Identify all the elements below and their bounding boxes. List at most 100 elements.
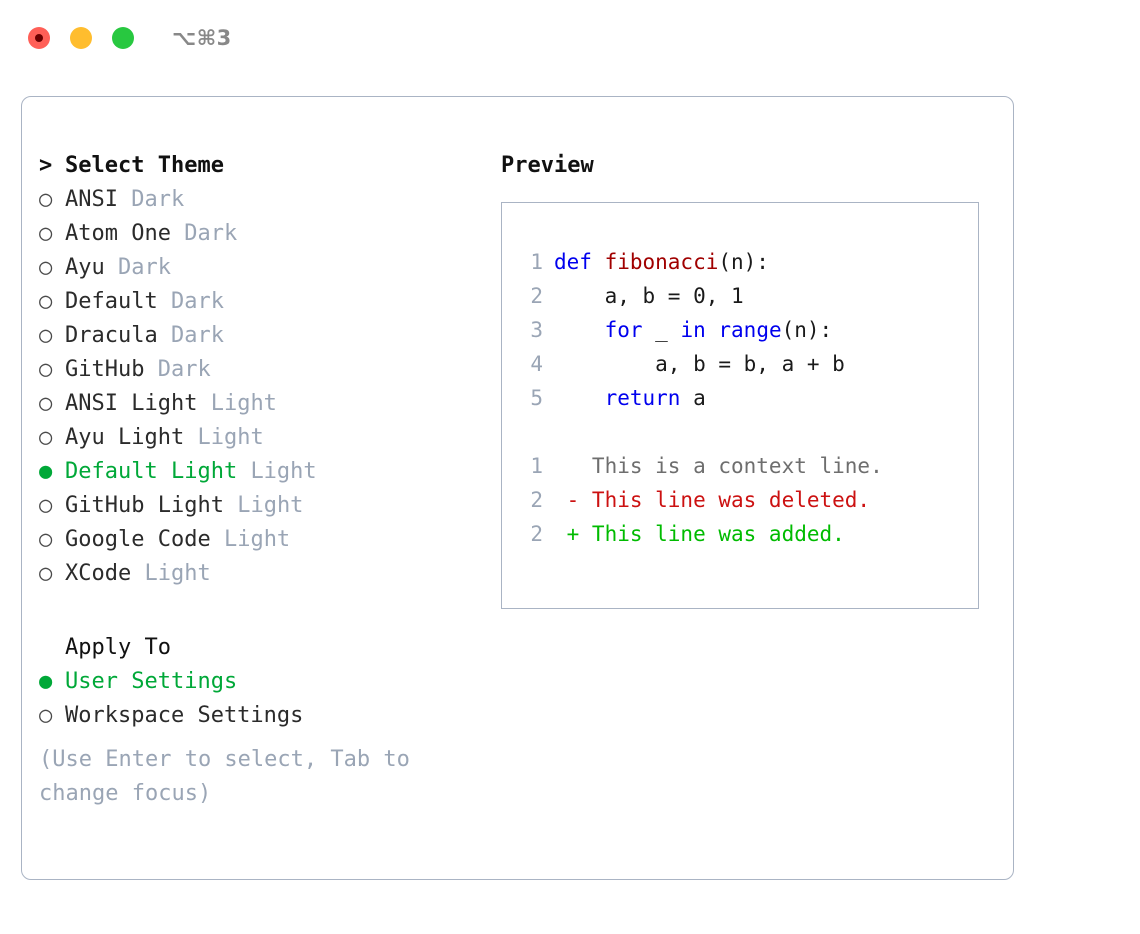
theme-option-tag: Light (144, 561, 211, 586)
code-text: return a (554, 381, 706, 415)
radio-unselected-icon: ○ (39, 289, 53, 314)
theme-option-atom-one[interactable]: ○ Atom One Dark (39, 217, 479, 251)
radio-unselected-icon: ○ (39, 527, 53, 552)
theme-option-tag: Light (197, 425, 264, 450)
radio-unselected-icon: ○ (39, 255, 53, 280)
theme-option-tag: Light (210, 391, 277, 416)
theme-option-default[interactable]: ○ Default Dark (39, 285, 479, 319)
code-token-plain: (n): (781, 318, 833, 342)
diff-text: This is a context line. (554, 454, 883, 478)
preview-column: Preview 1 def fibonacci(n): 2 a, b = 0, 1 3… (501, 149, 991, 609)
theme-picker-column: > Select Theme ○ANSI Dark○Atom One Dark○… (39, 149, 479, 811)
code-text: a, b = b, a + b (554, 347, 845, 381)
diff-text: - This line was deleted. (554, 488, 871, 512)
theme-option-label: Ayu (65, 255, 105, 280)
keyboard-hint: (Use Enter to select, Tab to change focu… (39, 747, 424, 806)
apply-to-option-label: Workspace Settings (65, 703, 304, 728)
apply-to-marker-placeholder: ○ (39, 631, 65, 665)
apply-to-list: ●User Settings ○ Workspace Settings (39, 665, 479, 733)
theme-option-label: Google Code (65, 527, 211, 552)
apply-to-header: ○ Apply To (39, 631, 479, 665)
apply-to-option-label: User Settings (65, 669, 238, 694)
line-number: 2 (530, 522, 543, 546)
window-controls (28, 27, 134, 49)
code-token-plain: (n): (718, 250, 769, 274)
theme-option-ansi-light[interactable]: ○ANSI Light Light (39, 387, 479, 421)
theme-option-label: Dracula (65, 323, 158, 348)
theme-option-github[interactable]: ○GitHub Dark (39, 353, 479, 387)
radio-unselected-icon: ○ (39, 221, 53, 246)
line-number: 5 (530, 386, 543, 410)
minimize-button[interactable] (70, 27, 92, 49)
code-token-plain: a, b = 0, 1 (554, 284, 744, 308)
diff-line-del: 2 - This line was deleted. (502, 483, 978, 517)
theme-option-ayu[interactable]: ○ Ayu Dark (39, 251, 479, 285)
code-text: def fibonacci(n): (554, 245, 769, 279)
keyboard-shortcut-label: ⌥⌘3 (172, 26, 232, 50)
theme-option-tag: Dark (184, 221, 238, 246)
radio-unselected-icon: ○ (39, 493, 53, 518)
theme-option-tag: Dark (170, 323, 224, 348)
theme-option-label: ANSI Light (65, 391, 198, 416)
theme-option-tag: Light (223, 527, 291, 552)
radio-unselected-icon: ○ (39, 323, 53, 348)
code-token-kw: range (718, 318, 782, 342)
apply-to-option-user-settings[interactable]: ●User Settings (39, 665, 479, 699)
theme-option-label: Atom One (65, 221, 171, 246)
line-number: 1 (530, 250, 543, 274)
prompt-caret-icon: > (39, 153, 53, 178)
radio-unselected-icon: ○ (39, 561, 53, 586)
code-line: 4 a, b = b, a + b (502, 347, 978, 381)
theme-option-dracula[interactable]: ○ Dracula Dark (39, 319, 479, 353)
section-gap (39, 591, 479, 631)
theme-option-tag: Dark (118, 255, 171, 280)
maximize-button[interactable] (112, 27, 134, 49)
theme-option-label: GitHub Light (65, 493, 224, 518)
diff-line-add: 2 + This line was added. (502, 517, 978, 551)
code-text: a, b = 0, 1 (554, 279, 744, 313)
theme-option-label: XCode (65, 561, 132, 586)
code-token-kw: return (604, 386, 681, 410)
theme-option-tag: Dark (157, 357, 211, 382)
theme-option-ansi[interactable]: ○ANSI Dark (39, 183, 479, 217)
theme-option-ayu-light[interactable]: ○Ayu Light Light (39, 421, 479, 455)
theme-option-label: Default (65, 289, 158, 314)
line-number: 3 (530, 318, 543, 342)
code-diff-gap (502, 415, 978, 449)
select-theme-header: > Select Theme (39, 149, 479, 183)
code-line: 1 def fibonacci(n): (502, 245, 978, 279)
line-number: 2 (530, 284, 543, 308)
line-number: 1 (530, 454, 543, 478)
code-line: 3 for _ in range(n): (502, 313, 978, 347)
code-token-kw: for (604, 318, 643, 342)
preview-title: Preview (501, 153, 594, 178)
code-sample: 1 def fibonacci(n): 2 a, b = 0, 1 3 for _ i… (502, 245, 978, 415)
code-token-kw: def (554, 250, 605, 274)
diff-line-context: 1 This is a context line. (502, 449, 978, 483)
apply-to-title: Apply To (65, 635, 171, 660)
code-text: for _ in range(n): (554, 313, 833, 347)
diff-text: + This line was added. (554, 522, 845, 546)
preview-box: 1 def fibonacci(n): 2 a, b = 0, 1 3 for _ i… (501, 202, 979, 609)
title-bar: ⌥⌘3 (0, 0, 1140, 76)
theme-option-default-light[interactable]: ●Default Light Light (39, 455, 479, 489)
theme-option-google-code[interactable]: ○ Google Code Light (39, 523, 479, 557)
record-dot-icon (35, 34, 43, 42)
radio-unselected-icon: ○ (39, 703, 53, 728)
close-button[interactable] (28, 27, 50, 49)
theme-option-tag: Light (250, 459, 317, 484)
apply-to-option-workspace-settings[interactable]: ○ Workspace Settings (39, 699, 479, 733)
code-token-plain (554, 318, 605, 342)
theme-option-label: GitHub (65, 357, 145, 382)
theme-option-github-light[interactable]: ○ GitHub Light Light (39, 489, 479, 523)
theme-option-tag: Dark (170, 289, 224, 314)
theme-option-tag: Light (237, 493, 304, 518)
radio-unselected-icon: ○ (39, 425, 53, 450)
main-panel: > Select Theme ○ANSI Dark○Atom One Dark○… (21, 96, 1014, 880)
theme-option-xcode[interactable]: ○ XCode Light (39, 557, 479, 591)
code-token-plain: _ (642, 318, 681, 342)
code-token-plain (554, 386, 605, 410)
radio-unselected-icon: ○ (39, 187, 53, 212)
code-token-plain: a, b = b, a + b (554, 352, 845, 376)
